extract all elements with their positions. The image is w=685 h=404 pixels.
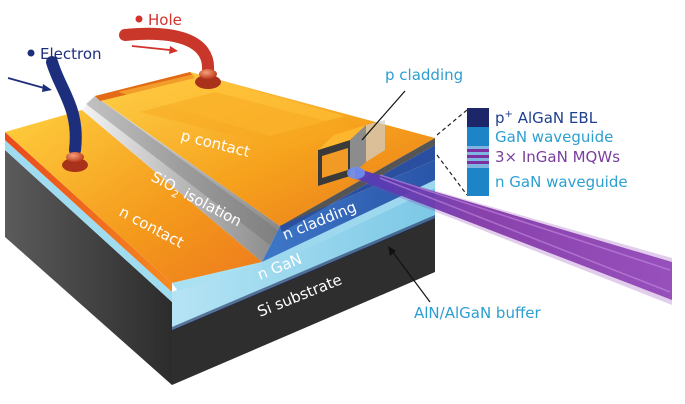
hole-label: Hole bbox=[148, 11, 182, 29]
electron-dot-icon bbox=[27, 49, 35, 57]
laser-beam-streak-1 bbox=[379, 174, 671, 271]
legend-ebl: p+ AlGaN EBL bbox=[495, 109, 598, 127]
laser-beam-streak-2 bbox=[379, 177, 671, 293]
hole-wire bbox=[119, 27, 214, 76]
mqw-line-2 bbox=[467, 155, 489, 158]
ngan-mesa-front bbox=[262, 180, 435, 270]
hole-contact-pad bbox=[195, 75, 221, 89]
zoom-line-top bbox=[436, 109, 468, 136]
mqw-line-3 bbox=[467, 161, 489, 164]
zoom-line-bottom bbox=[436, 154, 468, 196]
buffer-line bbox=[172, 215, 435, 331]
waveguide-layer bbox=[467, 127, 489, 146]
electron-wire bbox=[46, 56, 82, 156]
ridge-side-face bbox=[350, 125, 366, 176]
hole-dot-icon bbox=[135, 15, 143, 23]
legend-n-waveguide: n GaN waveguide bbox=[495, 173, 628, 191]
current-arrow-icon bbox=[7, 77, 52, 92]
p-cladding-label: p cladding bbox=[385, 66, 463, 84]
hole-contact-top bbox=[199, 69, 217, 79]
electron-contact-top bbox=[66, 152, 84, 162]
mesa-right-edge-blue bbox=[280, 145, 435, 232]
p-cladding-leader bbox=[361, 90, 406, 141]
mesa-right-edge bbox=[280, 138, 435, 232]
legend-ebl-rest: AlGaN EBL bbox=[513, 109, 598, 127]
substrate-front-face bbox=[172, 218, 435, 385]
mqw-line-1 bbox=[467, 149, 489, 152]
current-arrow-icon bbox=[131, 45, 178, 54]
ebl-layer bbox=[467, 108, 489, 127]
ngan-top-strip bbox=[172, 258, 272, 291]
p-contact-ridge-2 bbox=[140, 92, 360, 150]
electron-contact-pad bbox=[62, 158, 88, 172]
laser-beam bbox=[355, 168, 672, 300]
buffer-leader-arrow bbox=[388, 246, 431, 303]
n-contact-left-edge bbox=[5, 132, 172, 292]
legend-ebl-prefix: p bbox=[495, 109, 505, 127]
substrate-left-face bbox=[5, 150, 172, 385]
legend-ebl-sup: + bbox=[505, 109, 513, 120]
sio2-wall bbox=[82, 96, 280, 262]
buffer-label: AlN/AlGaN buffer bbox=[414, 304, 542, 322]
ridge-top-face bbox=[318, 125, 366, 150]
ridge-orange-face bbox=[322, 148, 348, 178]
mesa-dark-side bbox=[86, 96, 278, 245]
electron-label: Electron bbox=[40, 45, 102, 63]
laser-emission-spot bbox=[347, 167, 365, 179]
n-waveguide-layer bbox=[467, 168, 489, 196]
layer-stack bbox=[467, 108, 489, 196]
sio2-sub: 2 bbox=[169, 188, 180, 201]
legend-mqw: 3× InGaN MQWs bbox=[495, 148, 620, 166]
laser-beam-glow bbox=[355, 168, 672, 305]
buffer-left-band bbox=[5, 140, 172, 302]
legend-waveguide: GaN waveguide bbox=[495, 128, 613, 146]
